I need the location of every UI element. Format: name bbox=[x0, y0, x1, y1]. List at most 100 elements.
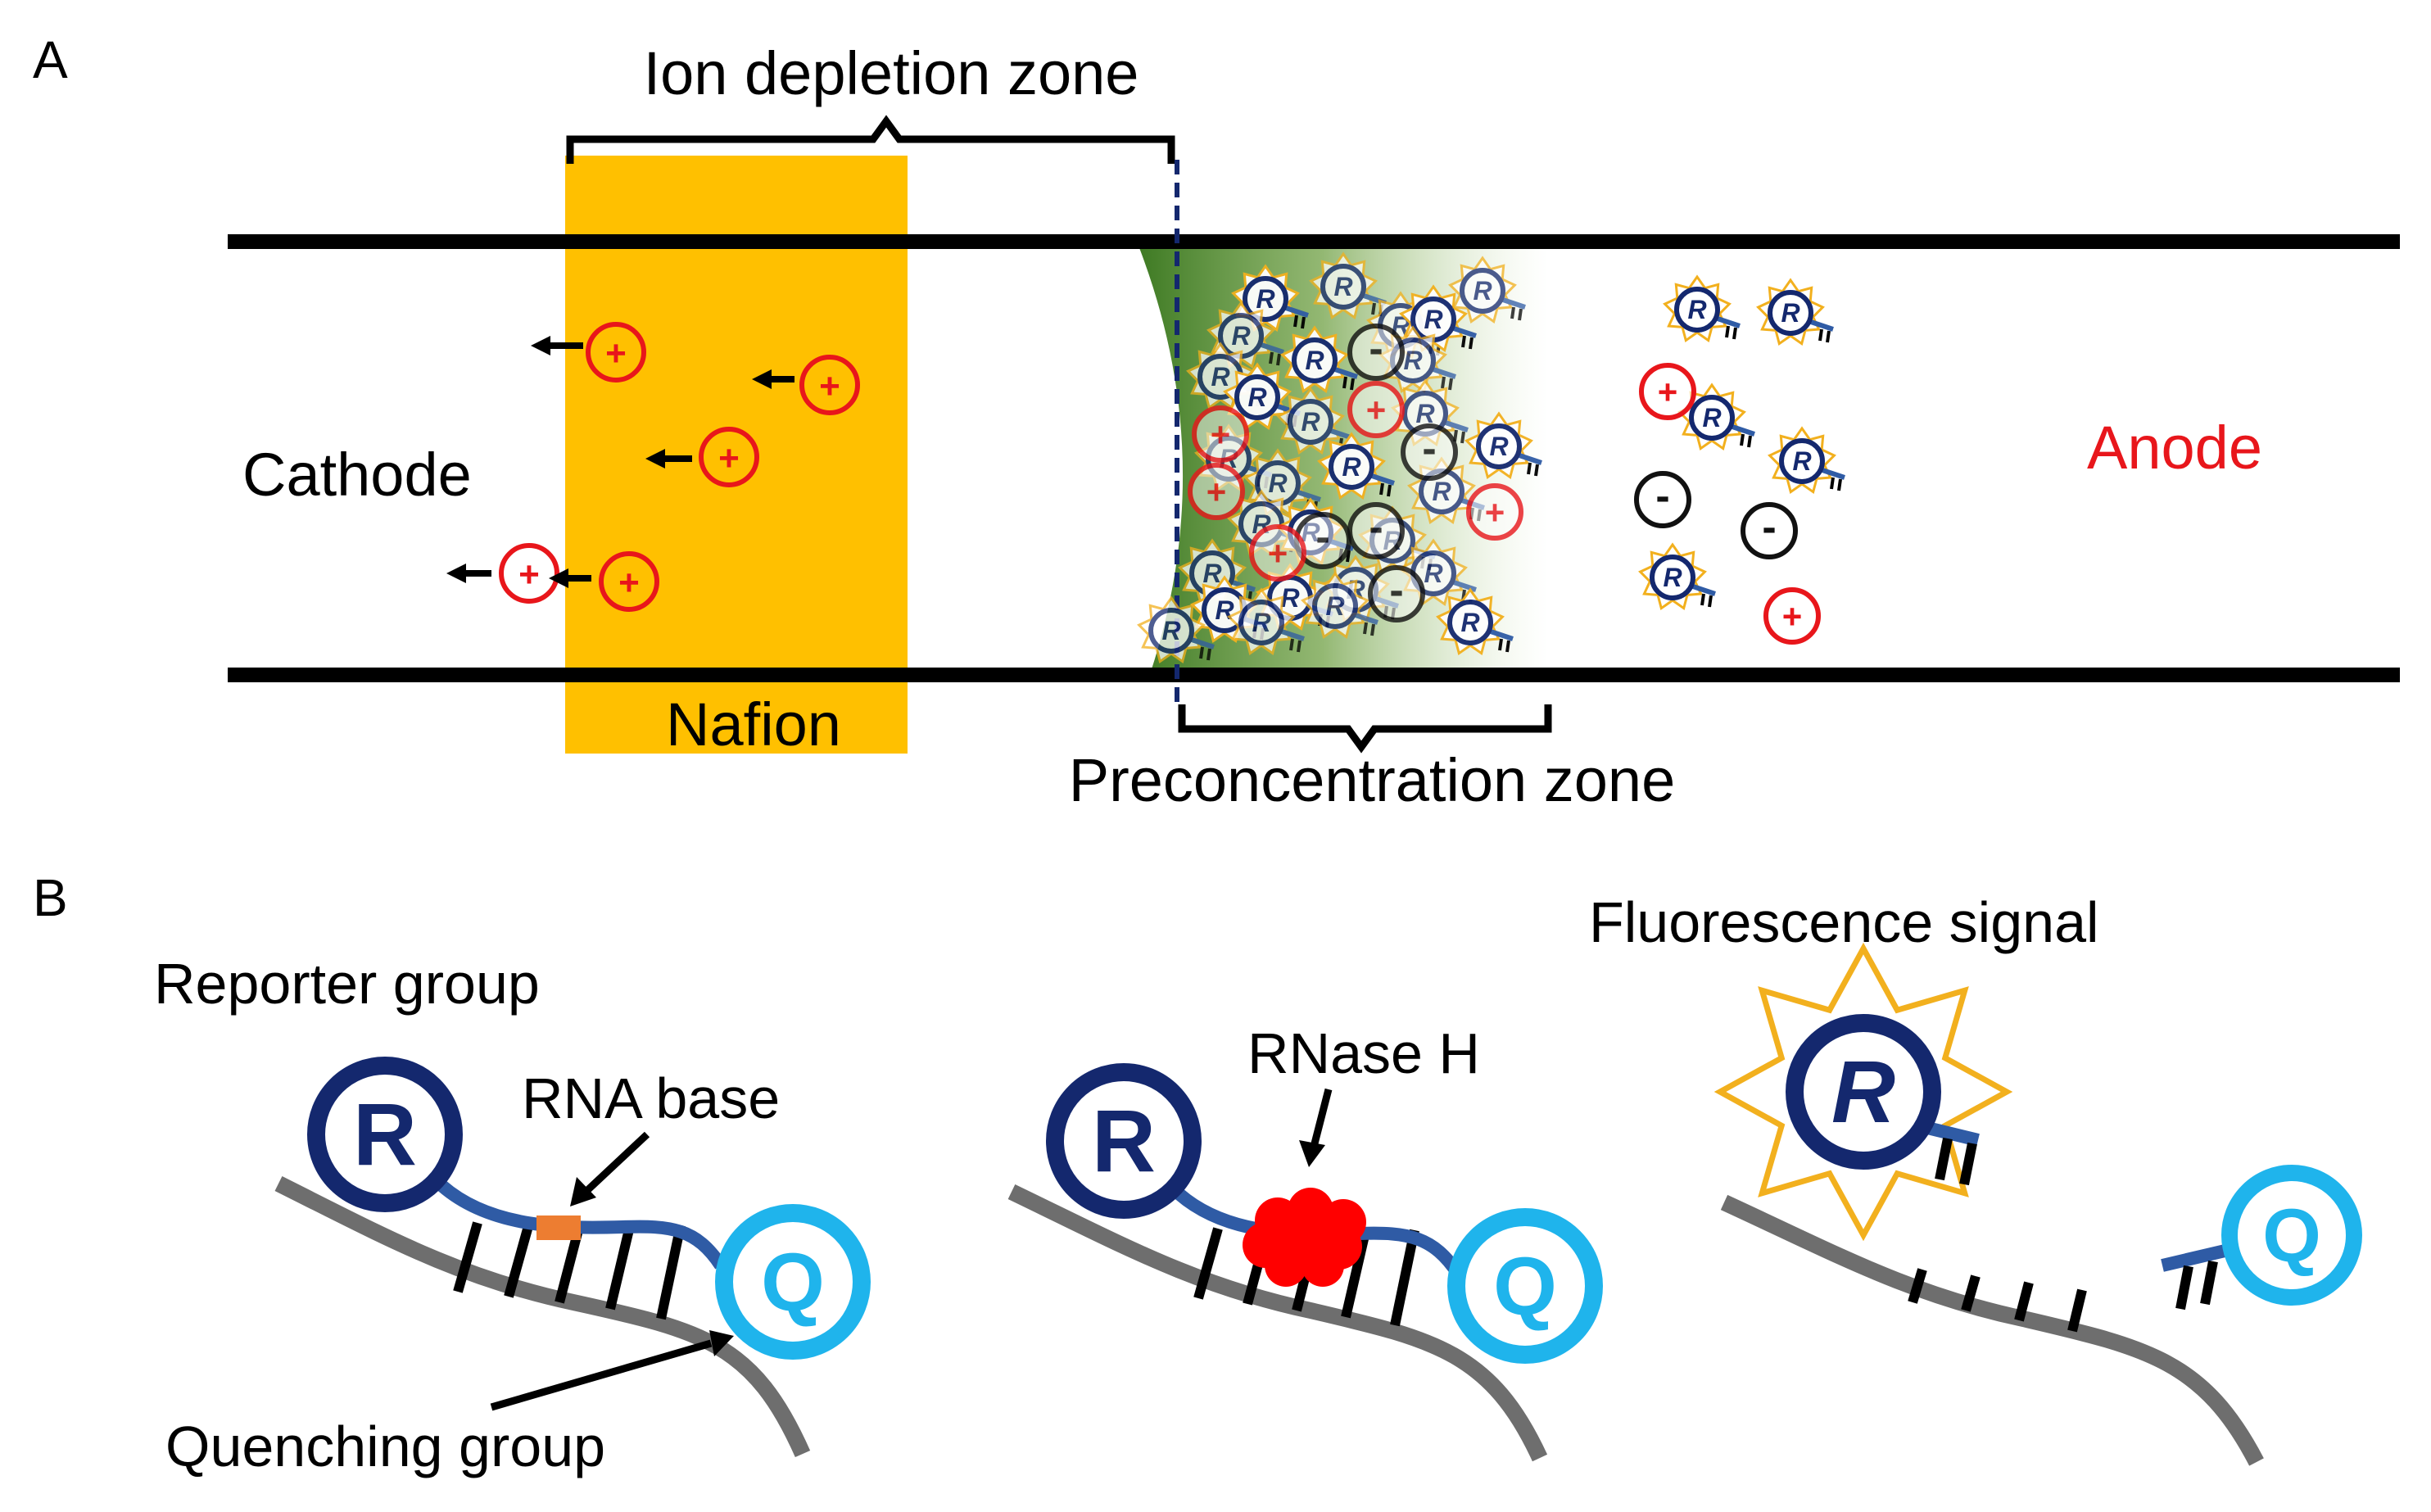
anion: - bbox=[1294, 512, 1351, 569]
cation-sign: + bbox=[518, 555, 540, 595]
reporter-letter: R bbox=[1460, 608, 1479, 637]
panel-b-label: B bbox=[33, 868, 68, 927]
reporter-letter: R bbox=[1092, 1091, 1156, 1190]
channel-top-wall bbox=[228, 234, 2400, 249]
ion-sign: - bbox=[1422, 425, 1436, 473]
reporter-letter: R bbox=[1424, 305, 1442, 334]
reporter-letter: R bbox=[1792, 446, 1811, 476]
reporter-letter: R bbox=[1247, 383, 1266, 412]
quenching-group-arrow bbox=[490, 1339, 713, 1411]
reporter-circle: R bbox=[307, 1057, 463, 1212]
reporter-letter: R bbox=[1702, 403, 1721, 432]
quencher-fragment-stubs bbox=[2175, 1260, 2218, 1311]
rnase-h-enzyme bbox=[1243, 1188, 1366, 1287]
reporter-letter: R bbox=[1305, 346, 1324, 375]
ion-sign: - bbox=[1762, 504, 1776, 551]
anion: - bbox=[1368, 565, 1425, 622]
rna-base-label: RNA base bbox=[522, 1066, 780, 1130]
reporter-molecule: R bbox=[1407, 456, 1485, 525]
ion-sign: + bbox=[1485, 493, 1505, 532]
ion-sign: - bbox=[1655, 473, 1669, 520]
cathode-label: Cathode bbox=[242, 441, 472, 509]
reporter-letter: R bbox=[1473, 276, 1492, 306]
ion-depletion-bracket bbox=[566, 115, 1175, 164]
ion-sign: - bbox=[1369, 504, 1383, 551]
quencher-letter: Q bbox=[761, 1237, 825, 1329]
target-dna-strand bbox=[1720, 1194, 2264, 1466]
quenching-group-arrowhead bbox=[709, 1330, 734, 1356]
preconcentration-bracket bbox=[1178, 704, 1552, 754]
quencher-circle: Q bbox=[1447, 1208, 1603, 1364]
reporter-molecule: R bbox=[1768, 426, 1845, 495]
reporter-molecule: R bbox=[1301, 571, 1378, 640]
quencher-fragment-linker bbox=[2161, 1243, 2234, 1272]
intact-probe: Reporter group R Q RNA base bbox=[154, 952, 871, 1478]
reporter-letter: R bbox=[1831, 1042, 1895, 1141]
cation-with-arrow: + bbox=[531, 322, 646, 383]
cation-with-arrow: + bbox=[446, 543, 559, 604]
ion-sign: - bbox=[1369, 325, 1383, 373]
nafion-label: Nafion bbox=[666, 690, 841, 758]
quencher-circle: Q bbox=[715, 1204, 871, 1360]
reporter-molecule: R bbox=[1276, 387, 1354, 455]
reporter-molecule: R bbox=[1309, 251, 1387, 320]
reporter-molecule: R bbox=[1137, 595, 1215, 664]
reporter-letter: R bbox=[1687, 295, 1706, 324]
reporter-letter: R bbox=[1424, 559, 1442, 588]
cation: + bbox=[1639, 363, 1696, 420]
anion: - bbox=[1741, 502, 1798, 559]
reporter-letter: R bbox=[1403, 346, 1422, 375]
cation-sign: + bbox=[605, 333, 627, 373]
reporter-letter: R bbox=[1489, 432, 1508, 461]
quencher-letter: Q bbox=[1493, 1241, 1557, 1333]
reporter-molecule: R bbox=[1280, 325, 1358, 394]
reporter-letter: R bbox=[353, 1084, 417, 1184]
reporter-molecule: R bbox=[1677, 383, 1755, 451]
anode-label: Anode bbox=[2087, 414, 2262, 482]
reporter-letter: R bbox=[1781, 298, 1799, 328]
reporter-molecule: R bbox=[1227, 489, 1305, 558]
reporter-circle: R bbox=[1046, 1063, 1202, 1219]
rna-base-arrow bbox=[580, 1131, 650, 1197]
rnase-h-arrow bbox=[1310, 1088, 1333, 1148]
reporter-letter: R bbox=[1432, 477, 1451, 506]
reporter-letter: R bbox=[1342, 452, 1360, 482]
ion-sign: - bbox=[1389, 567, 1403, 614]
moving-cations: + + + + bbox=[446, 322, 860, 612]
reporter-molecule: R bbox=[1464, 411, 1542, 480]
cleaved-probe: Fluorescence signal R bbox=[1589, 890, 2362, 1466]
cation: + bbox=[1466, 483, 1523, 541]
cation: + bbox=[1763, 587, 1821, 645]
reporter-molecule: R bbox=[1317, 432, 1395, 500]
reporter-letter: R bbox=[1415, 399, 1434, 428]
rna-base-arrowhead bbox=[570, 1177, 596, 1206]
cation-sign: + bbox=[819, 366, 840, 406]
probe-linker bbox=[437, 1180, 727, 1270]
reporter-molecule: R bbox=[1638, 542, 1716, 611]
rnase-h-arrowhead bbox=[1299, 1140, 1325, 1167]
reporter-molecule: R bbox=[1756, 278, 1834, 346]
reporter-molecule: R bbox=[1436, 587, 1514, 656]
quenching-group-label: Quenching group bbox=[165, 1415, 605, 1478]
reporter-letter: R bbox=[1333, 272, 1352, 301]
reporter-letter: R bbox=[1211, 362, 1229, 392]
ion-sign: + bbox=[1658, 373, 1678, 411]
particle-cloud: RRRRRRRRRRRRRRRRRRRRRRRRRRRRR-----+++++R… bbox=[1137, 251, 1845, 664]
ion-sign: + bbox=[1211, 415, 1231, 454]
quencher-letter: Q bbox=[2262, 1194, 2321, 1278]
reporter-circle: R bbox=[1786, 1014, 1941, 1170]
reporter-letter: R bbox=[1231, 321, 1250, 351]
base-pairs bbox=[1908, 1268, 2087, 1333]
cation-with-arrow: + bbox=[752, 355, 860, 415]
reporter-letter: R bbox=[1202, 559, 1221, 588]
cation: + bbox=[1188, 463, 1245, 520]
rnase-probe: R Q RNase H bbox=[1007, 1021, 1603, 1462]
reporter-letter: R bbox=[1301, 518, 1320, 547]
target-dna-strand bbox=[1007, 1184, 1548, 1462]
cation-sign: + bbox=[618, 563, 640, 603]
reporter-letter: R bbox=[1252, 608, 1270, 637]
cation-with-arrow: + bbox=[645, 427, 759, 487]
panel-a: A Nafion Ion depletion zone Preconcentra… bbox=[33, 30, 2400, 814]
cation: + bbox=[1249, 524, 1306, 582]
anion: - bbox=[1634, 471, 1691, 528]
